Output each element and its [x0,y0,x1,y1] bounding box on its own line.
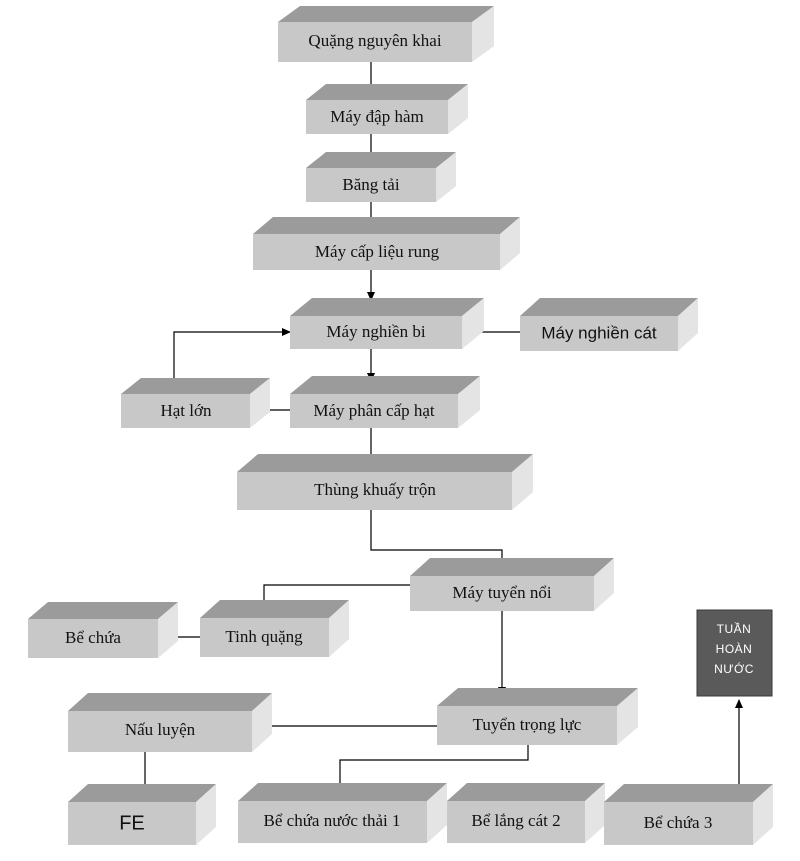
label-tinh-quang: Tinh quặng [225,627,303,646]
label-be-chua-nuoc-thai-1: Bể chứa nước thải 1 [264,811,401,830]
label-may-tuyen-noi: Máy tuyển nổi [452,583,551,602]
label-fe: FE [119,812,145,834]
label-tuan-hoan-line3: NƯỚC [714,661,754,676]
arrow-hat-lon-to-nghien-bi [173,328,291,394]
arrow-trong-luc-to-nuoc-thai [336,745,529,796]
label-may-nghien-bi: Máy nghiền bi [326,322,425,341]
box-fe: FE [68,784,216,845]
label-tuan-hoan-line2: HOÀN [716,641,753,656]
box-nau-luyen: Nấu luyện [68,693,272,752]
box-be-chua-nuoc-thai-1: Bể chứa nước thải 1 [238,783,447,843]
box-tuyen-trong-luc: Tuyển trọng lực [437,688,638,745]
label-be-chua: Bể chứa [65,628,121,647]
box-be-chua-3: Bể chứa 3 [604,784,773,845]
box-may-cap-lieu-rung: Máy cấp liệu rung [253,217,520,270]
label-hat-lon: Hạt lớn [160,401,212,420]
label-quang-nguyen-khai: Quặng nguyên khai [308,31,441,50]
label-nau-luyen: Nấu luyện [125,720,196,739]
label-be-chua-3: Bể chứa 3 [644,813,713,832]
label-tuan-hoan-line1: TUẦN [717,621,752,636]
box-quang-nguyen-khai: Quặng nguyên khai [278,6,494,62]
box-tinh-quang: Tinh quặng [200,600,349,657]
box-may-dap-ham: Máy đập hàm [306,84,468,134]
label-may-cap-lieu-rung: Máy cấp liệu rung [315,242,440,261]
label-tuyen-trong-luc: Tuyển trọng lực [473,715,582,734]
label-be-lang-cat-2: Bể lắng cát 2 [471,811,560,830]
box-may-phan-cap-hat: Máy phân cấp hạt [290,376,480,428]
box-tuan-hoan-nuoc: TUẦN HOÀN NƯỚC [696,609,773,697]
box-be-lang-cat-2: Bể lắng cát 2 [447,783,605,843]
box-be-chua: Bể chứa [28,602,178,658]
box-may-nghien-cat: Máy nghiền cát [520,298,698,351]
label-may-phan-cap-hat: Máy phân cấp hạt [313,401,435,420]
label-bang-tai: Băng tải [342,175,399,194]
label-thung-khuay-tron: Thùng khuấy trộn [314,480,436,499]
box-thung-khuay-tron: Thùng khuấy trộn [237,454,533,510]
box-may-tuyen-noi: Máy tuyển nổi [410,558,614,611]
label-may-nghien-cat: Máy nghiền cát [541,323,657,342]
box-may-nghien-bi: Máy nghiền bi [290,298,484,349]
box-bang-tai: Băng tải [306,152,456,202]
box-hat-lon: Hạt lớn [121,378,270,428]
label-may-dap-ham: Máy đập hàm [330,107,423,126]
